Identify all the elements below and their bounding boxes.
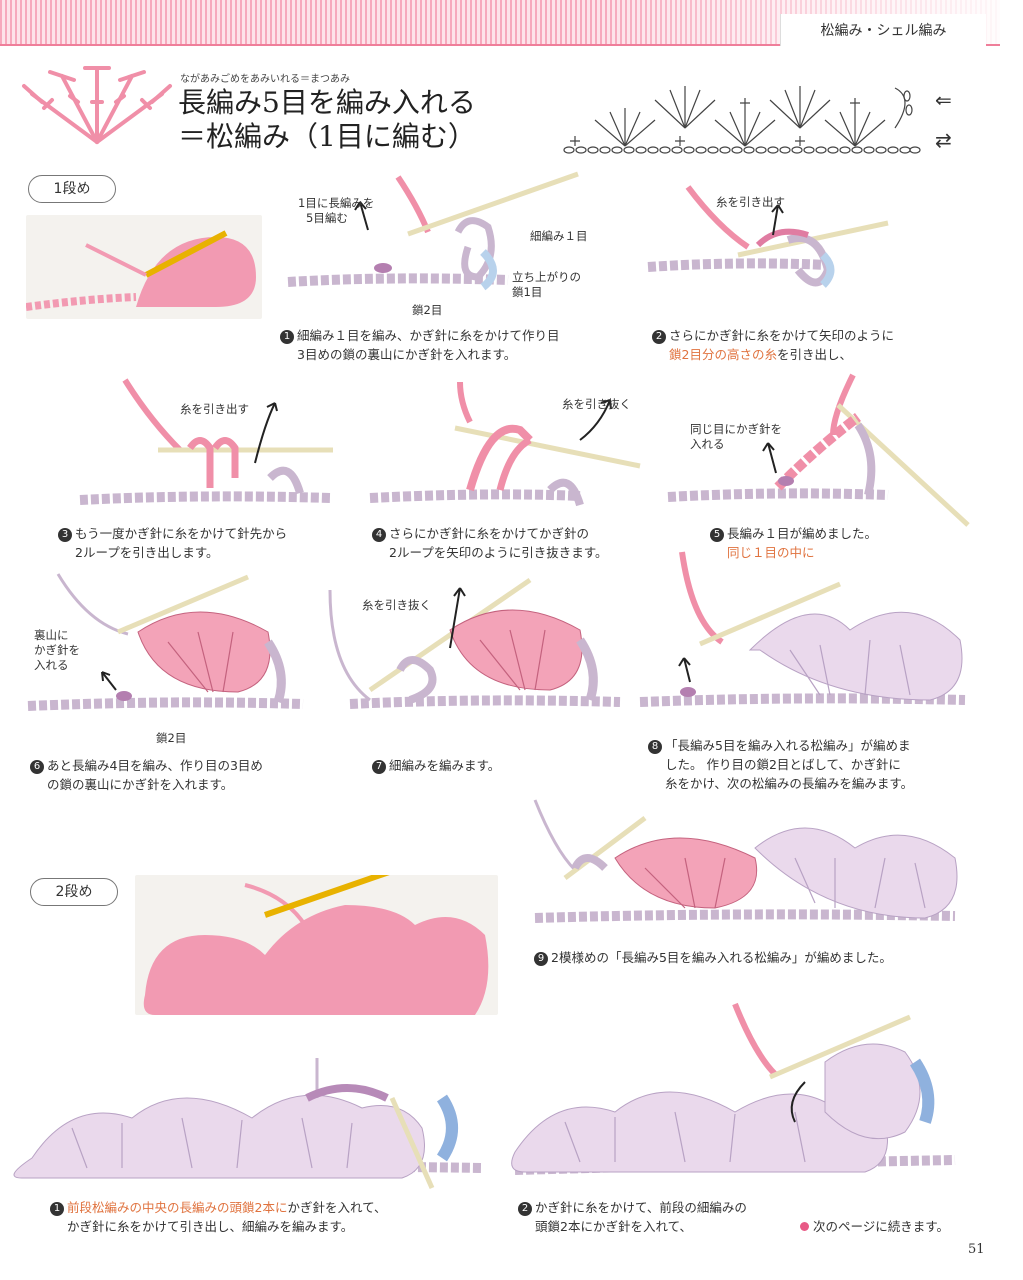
step4-diagram xyxy=(369,381,641,507)
step1-label-a: 1目に長編みを xyxy=(298,196,375,210)
step5-diagram xyxy=(667,373,970,527)
step1-diagram xyxy=(287,171,579,291)
step7-diagram xyxy=(328,577,621,709)
step8-caption: 8「長編み5目を編み入れる松編み」が編めま した。 作り目の鎖2目とばして、かぎ… xyxy=(648,736,913,793)
step4-number: 4 xyxy=(372,528,386,542)
row2-step2-diagram xyxy=(511,1002,956,1175)
step8-number: 8 xyxy=(648,740,662,754)
bullet-dot-icon xyxy=(800,1222,809,1231)
title-ruby: ながあみごめをあみいれる＝まつあみ xyxy=(180,74,350,85)
header-rule xyxy=(0,44,1000,46)
stitch-chart xyxy=(563,86,921,154)
step7-label-a: 糸を引き抜く xyxy=(362,598,431,612)
step1-label-f: 鎖2目 xyxy=(412,303,443,317)
row2-step1-number: 1 xyxy=(50,1202,64,1216)
row2-label: 2段め xyxy=(30,878,118,906)
section-title: 松編み・シェル編み xyxy=(780,14,986,46)
step6-label-c: 入れる xyxy=(34,658,69,672)
step2-number: 2 xyxy=(652,330,666,344)
page-subtitle: ＝松編み（1目に編む） xyxy=(178,120,476,153)
shell-stitch-symbol xyxy=(22,66,172,144)
step5-label-b: 入れる xyxy=(690,437,725,451)
step3-label-a: 糸を引き出す xyxy=(180,402,249,416)
chart-arrow-left-icon: ⇐ xyxy=(935,88,952,112)
step6-label-d: 鎖2目 xyxy=(156,731,187,745)
continue-note: 次のページに続きます。 xyxy=(800,1217,949,1236)
row1-photo xyxy=(26,215,262,319)
page-number: 51 xyxy=(968,1242,985,1257)
step1-label-b: 5目編む xyxy=(306,211,348,225)
step1-label-d: 立ち上がりの xyxy=(512,270,581,284)
step2-label-a: 糸を引き出す xyxy=(716,195,785,209)
step5-number: 5 xyxy=(710,528,724,542)
step6-diagram xyxy=(27,573,304,711)
row2-step1-diagram xyxy=(13,1058,483,1190)
step5-label-a: 同じ目にかぎ針を xyxy=(690,422,782,436)
row2-step2-number: 2 xyxy=(518,1202,532,1216)
step3-diagram xyxy=(79,378,333,505)
step6-label-b: かぎ針を xyxy=(34,643,80,657)
row1-label: 1段め xyxy=(28,175,116,203)
step1-label-e: 鎖1目 xyxy=(512,285,543,299)
step6-label-a: 裏山に xyxy=(34,628,69,642)
step4-label-a: 糸を引き抜く xyxy=(562,397,631,411)
step9-diagram xyxy=(533,799,958,923)
step2-diagram xyxy=(647,185,889,288)
step3-number: 3 xyxy=(58,528,72,542)
step1-label-c: 細編み１目 xyxy=(530,229,588,243)
page-title: 長編み5目を編み入れる xyxy=(178,86,476,119)
chart-arrow-both-icon: ⇄ xyxy=(935,128,952,152)
step7-number: 7 xyxy=(372,760,386,774)
step6-number: 6 xyxy=(30,760,44,774)
step1-number: 1 xyxy=(280,330,294,344)
step8-diagram xyxy=(639,551,966,707)
row2-photo xyxy=(135,875,498,1015)
step9-number: 9 xyxy=(534,952,548,966)
